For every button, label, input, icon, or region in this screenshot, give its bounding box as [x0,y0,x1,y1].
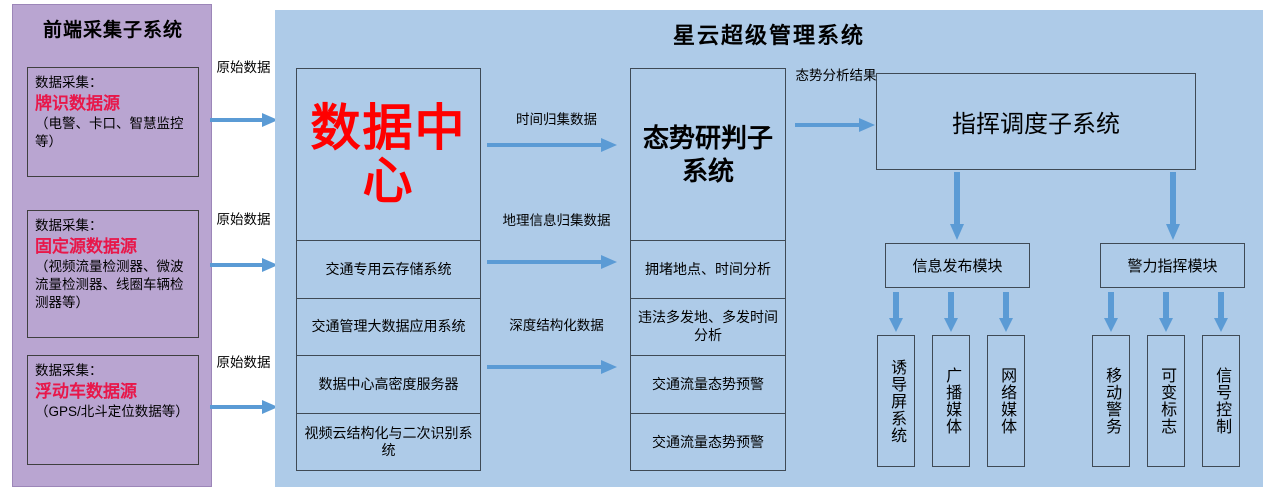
leaf-box-signal-control[interactable]: 信号控制 [1202,335,1240,467]
info-module-to-leaf-arrow-2 [944,292,958,332]
data-center-row-3[interactable]: 数据中心高密度服务器 [297,356,480,414]
leaf-box-guidance-screen-system[interactable]: 诱导屏系统 [877,335,915,467]
source-label: 数据采集： [35,363,103,378]
command-to-police-module-arrow [1166,172,1180,240]
leaf-label: 信号控制 [1213,367,1231,435]
leaf-label: 诱导屏系统 [888,358,906,444]
data-source-box-fixed-source[interactable]: 数据采集： 固定源数据源 （视频流量检测器、微波流量检测器、线圈车辆检测器等） [27,210,199,338]
leaf-box-network-media[interactable]: 网络媒体 [987,335,1025,467]
source-note: （电警、卡口、智慧监控等） [35,116,184,149]
source-note: （GPS/北斗定位数据等） [35,404,189,420]
raw-data-arrow-label-1: 原始数据 [216,60,271,77]
source-name: 牌识数据源 [35,93,120,113]
raw-data-arrow-3 [210,400,278,414]
data-source-box-floating-car[interactable]: 数据采集： 浮动车数据源 （GPS/北斗定位数据等） [27,355,199,465]
command-to-info-module-arrow [950,172,964,240]
raw-data-arrow-text-2: 原始数据 [216,212,271,227]
data-center-row-2[interactable]: 交通管理大数据应用系统 [297,299,480,356]
situation-row-3[interactable]: 交通流量态势预警 [631,356,785,414]
situation-result-arrow-text: 态势分析结果 [795,68,877,83]
leaf-box-mobile-policing[interactable]: 移动警务 [1092,335,1130,467]
leaf-label: 可变标志 [1158,367,1176,435]
police-module-to-leaf-arrow-1 [1104,292,1118,332]
data-center-row-1[interactable]: 交通专用云存储系统 [297,241,480,299]
police-module-to-leaf-arrow-2 [1159,292,1173,332]
source-name: 浮动车数据源 [35,381,137,401]
leaf-label: 网络媒体 [998,367,1016,435]
leaf-box-variable-message-sign[interactable]: 可变标志 [1147,335,1185,467]
situation-row-1[interactable]: 拥堵地点、时间分析 [631,241,785,299]
front-end-collection-subsystem-panel: 前端采集子系统 数据采集： 牌识数据源 （电警、卡口、智慧监控等） 数据采集： … [12,4,212,487]
source-label: 数据采集： [35,218,103,233]
raw-data-arrow-label-2: 原始数据 [216,212,271,229]
center-arrow-label-1: 时间归集数据 [494,112,619,129]
info-module-to-leaf-arrow-1 [889,292,903,332]
leaf-label: 移动警务 [1103,367,1121,435]
situation-heading: 态势研判子系统 [631,69,785,241]
center-arrow-3 [487,360,617,374]
leaf-box-broadcast-media[interactable]: 广播媒体 [932,335,970,467]
situation-analysis-subsystem-box[interactable]: 态势研判子系统 拥堵地点、时间分析 违法多发地、多发时间分析 交通流量态势预警 … [630,68,786,471]
center-arrow-label-2: 地理信息归集数据 [494,213,619,230]
situation-row-2[interactable]: 违法多发地、多发时间分析 [631,299,785,356]
source-label: 数据采集： [35,75,103,90]
center-arrow-2 [487,255,617,269]
raw-data-arrow-1 [210,113,278,127]
center-arrow-1 [487,138,617,152]
situation-result-arrow [795,118,875,132]
info-module-to-leaf-arrow-3 [999,292,1013,332]
police-module-to-leaf-arrow-3 [1214,292,1228,332]
center-arrow-text-2: 地理信息归集数据 [502,213,611,228]
left-panel-title: 前端采集子系统 [42,20,183,41]
raw-data-arrow-text-1: 原始数据 [216,60,271,75]
center-arrow-text-1: 时间归集数据 [516,112,597,127]
raw-data-arrow-2 [210,258,278,272]
situation-row-4[interactable]: 交通流量态势预警 [652,433,764,450]
data-center-heading: 数据中心 [297,69,480,241]
police-command-module-box[interactable]: 警力指挥模块 [1100,243,1245,288]
info-release-module-box[interactable]: 信息发布模块 [885,243,1030,288]
data-source-box-plate-recognition[interactable]: 数据采集： 牌识数据源 （电警、卡口、智慧监控等） [27,67,199,177]
leaf-label: 广播媒体 [943,367,961,435]
source-name: 固定源数据源 [35,236,137,256]
data-center-box[interactable]: 数据中心 交通专用云存储系统 交通管理大数据应用系统 数据中心高密度服务器 视频… [296,68,481,471]
center-arrow-text-3: 深度结构化数据 [509,318,604,333]
main-title: 星云超级管理系统 [672,23,865,48]
command-dispatch-subsystem-box[interactable]: 指挥调度子系统 [876,73,1196,170]
situation-result-arrow-label: 态势分析结果 [795,68,877,85]
source-note: （视频流量检测器、微波流量检测器、线圈车辆检测器等） [35,259,184,310]
raw-data-arrow-label-3: 原始数据 [216,355,271,372]
center-arrow-label-3: 深度结构化数据 [494,318,619,335]
raw-data-arrow-text-3: 原始数据 [216,355,271,370]
data-center-row-4[interactable]: 视频云结构化与二次识别系统 [304,424,473,459]
